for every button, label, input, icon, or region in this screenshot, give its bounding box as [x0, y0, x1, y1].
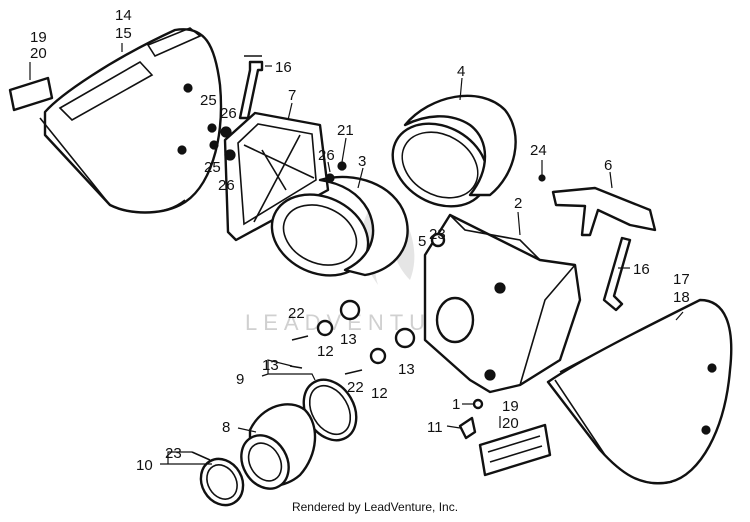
mounting-bracket — [551, 186, 657, 237]
callout-22: 22 — [347, 379, 364, 396]
callout-26: 26 — [218, 177, 235, 194]
callout-1: 1 — [452, 396, 460, 413]
callout-26: 26 — [318, 147, 335, 164]
callout-12: 12 — [317, 343, 334, 360]
callout-22: 22 — [288, 305, 305, 322]
callout-17: 17 — [673, 271, 690, 288]
callout-19: 19 — [30, 29, 47, 46]
callout-26: 26 — [220, 105, 237, 122]
decal-left — [8, 76, 54, 112]
callout-7: 7 — [288, 87, 296, 104]
callout-18: 18 — [673, 289, 690, 306]
callout-2: 2 — [514, 195, 522, 212]
callout-16: 16 — [275, 59, 292, 76]
footer-credit: Rendered by LeadVenture, Inc. — [291, 500, 459, 514]
connecting-tube — [240, 403, 317, 490]
callout-labels: 14 15 19 20 16 7 25 26 25 26 21 26 3 4 2… — [30, 7, 690, 474]
air-box — [423, 213, 582, 394]
upper-breather-tube — [238, 55, 264, 120]
callout-23: 23 — [165, 445, 182, 462]
callout-12: 12 — [371, 385, 388, 402]
left-side-cover — [39, 27, 223, 214]
callout-23: 23 — [429, 226, 446, 243]
filter-cover — [391, 94, 517, 208]
callout-8: 8 — [222, 419, 230, 436]
clamp-band-lower — [199, 457, 245, 507]
callout-11: 11 — [427, 419, 443, 436]
lower-breather-tube — [602, 236, 632, 312]
leader-lines — [29, 43, 684, 465]
callout-20: 20 — [502, 415, 519, 432]
callout-13: 13 — [340, 331, 357, 348]
fasteners — [191, 123, 546, 461]
callout-4: 4 — [457, 63, 465, 80]
callout-21: 21 — [337, 122, 354, 139]
callout-24: 24 — [530, 142, 547, 159]
callout-13: 13 — [262, 357, 279, 374]
callout-5: 5 — [418, 233, 426, 250]
callout-9: 9 — [236, 371, 244, 388]
air-filter-frame — [223, 111, 330, 242]
callout-25: 25 — [200, 92, 217, 109]
callout-25: 25 — [204, 159, 221, 176]
callout-10: 10 — [136, 457, 153, 474]
callout-19: 19 — [502, 398, 519, 415]
air-filter-element — [270, 175, 409, 277]
callout-20: 20 — [30, 45, 47, 62]
callout-6: 6 — [604, 157, 612, 174]
callout-14: 14 — [115, 7, 132, 24]
callout-15: 15 — [115, 25, 132, 42]
callout-16: 16 — [633, 261, 650, 278]
right-side-cover — [546, 298, 733, 485]
callout-3: 3 — [358, 153, 366, 170]
decal-right — [478, 423, 552, 477]
callout-13: 13 — [398, 361, 415, 378]
